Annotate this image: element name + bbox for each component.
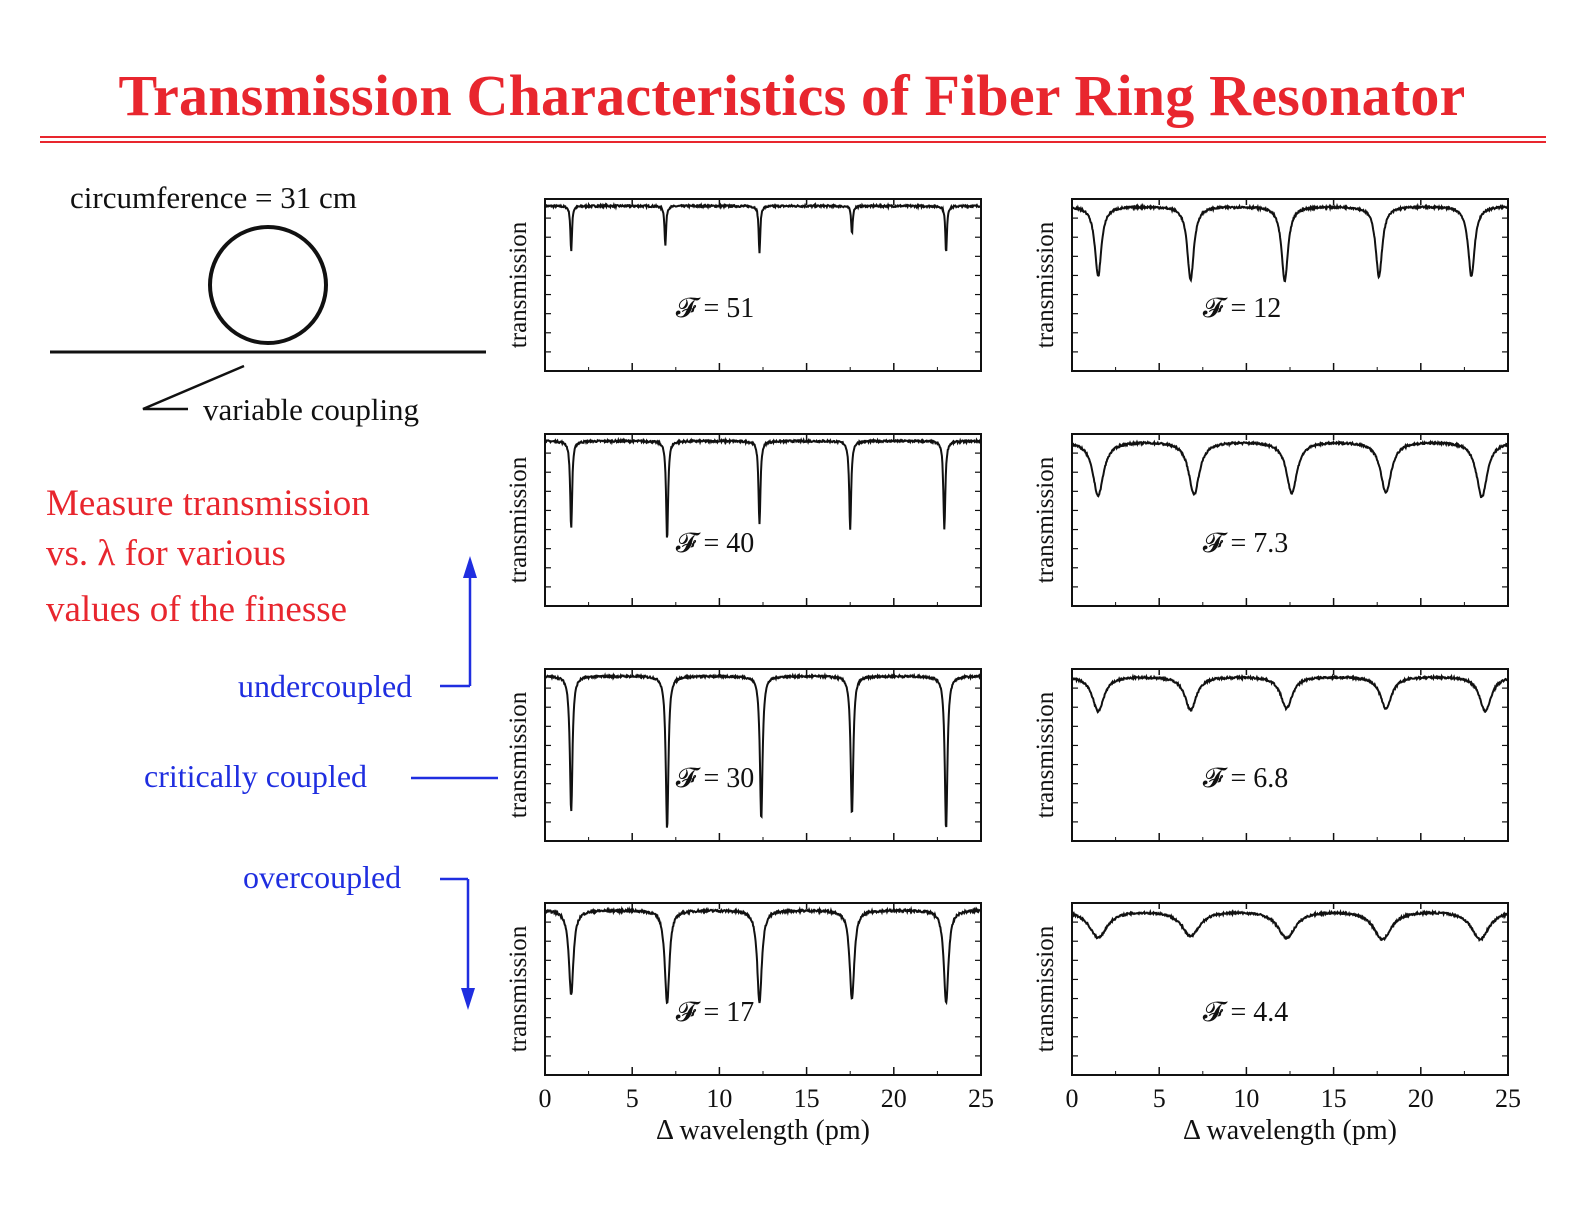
transmission-trace [1071, 202, 1509, 284]
plot-frame [544, 198, 982, 372]
plot-frame [544, 902, 982, 1076]
finesse-label: 𝓕 = 6.8 [1203, 763, 1288, 794]
description-line-3: values of the finesse [46, 589, 348, 630]
y-axis-label: transmission [505, 456, 532, 583]
y-axis-label: transmission [505, 691, 532, 818]
title-underline-2 [40, 141, 1546, 143]
plot-panel-2: transmission 𝓕 = 40 [505, 433, 982, 607]
x-tick-label: 20 [1408, 1084, 1434, 1113]
y-axis-label: transmission [1032, 456, 1059, 583]
x-tick-label: 20 [881, 1084, 907, 1113]
plot-frame [544, 433, 982, 607]
page-title: Transmission Characteristics of Fiber Ri… [118, 63, 1466, 128]
x-axis-2: 0 5 10 15 20 25 Δ wavelength (pm) [1066, 1084, 1522, 1146]
finesse-label: 𝓕 = 40 [676, 528, 754, 559]
plot-frame [1071, 198, 1509, 372]
fiber-ring [208, 225, 328, 345]
x-tick-label: 5 [626, 1084, 639, 1113]
y-axis-label: transmission [505, 925, 532, 1052]
x-axis-label: Δ wavelength (pm) [656, 1115, 870, 1146]
x-tick-label: 0 [539, 1084, 552, 1113]
finesse-label: 𝓕 = 12 [1203, 293, 1281, 324]
circumference-label: circumference = 31 cm [70, 180, 357, 215]
x-tick-label: 10 [1233, 1084, 1259, 1113]
plot-panel-4: transmission 𝓕 = 17 [505, 902, 982, 1076]
finesse-label: 𝓕 = 7.3 [1203, 528, 1288, 559]
resonator-diagram [50, 225, 498, 1010]
plot-panel-8: transmission 𝓕 = 4.4 [1032, 902, 1509, 1076]
plot-panel-6: transmission 𝓕 = 7.3 [1032, 433, 1509, 607]
transmission-trace [544, 672, 982, 828]
x-tick-label: 15 [1321, 1084, 1347, 1113]
y-axis-label: transmission [1032, 691, 1059, 818]
description-line-2: vs. λ for various [46, 533, 286, 574]
finesse-label: 𝓕 = 30 [676, 763, 754, 794]
plot-frame [1071, 433, 1509, 607]
description-line-1: Measure transmission [46, 483, 370, 524]
x-tick-label: 25 [1495, 1084, 1521, 1113]
coupling-label: variable coupling [203, 392, 420, 427]
transmission-trace [544, 436, 982, 538]
plot-frame [1071, 668, 1509, 842]
x-tick-label: 0 [1066, 1084, 1079, 1113]
x-tick-label: 10 [706, 1084, 732, 1113]
transmission-trace [544, 905, 982, 1006]
finesse-label: 𝓕 = 4.4 [1203, 997, 1288, 1028]
y-axis-label: transmission [1032, 221, 1059, 348]
plot-panel-1: transmission 𝓕 = 51 [505, 198, 982, 372]
transmission-trace [1071, 439, 1509, 499]
finesse-label: 𝓕 = 51 [676, 293, 754, 324]
x-tick-label: 5 [1153, 1084, 1166, 1113]
x-tick-label: 25 [968, 1084, 994, 1113]
plot-panel-3: transmission 𝓕 = 30 [505, 668, 982, 842]
y-axis-label: transmission [1032, 925, 1059, 1052]
up-arrow-icon [463, 556, 477, 578]
x-tick-label: 15 [794, 1084, 820, 1113]
plot-panel-5: transmission 𝓕 = 12 [1032, 198, 1509, 372]
undercoupled-label: undercoupled [238, 668, 413, 704]
y-axis-label: transmission [505, 221, 532, 348]
critically-coupled-label: critically coupled [144, 758, 368, 794]
x-axis-1: 0 5 10 15 20 25 Δ wavelength (pm) [539, 1084, 995, 1146]
down-arrow-icon [461, 988, 475, 1010]
transmission-trace [1071, 673, 1509, 714]
coupling-pointer [142, 364, 245, 411]
title-underline [40, 136, 1546, 138]
x-axis-label: Δ wavelength (pm) [1183, 1115, 1397, 1146]
plot-panel-7: transmission 𝓕 = 6.8 [1032, 668, 1509, 842]
transmission-trace [544, 201, 982, 254]
finesse-label: 𝓕 = 17 [676, 997, 754, 1028]
plot-frame [1071, 902, 1509, 1076]
overcoupled-label: overcoupled [243, 859, 402, 895]
transmission-trace [1071, 908, 1509, 943]
